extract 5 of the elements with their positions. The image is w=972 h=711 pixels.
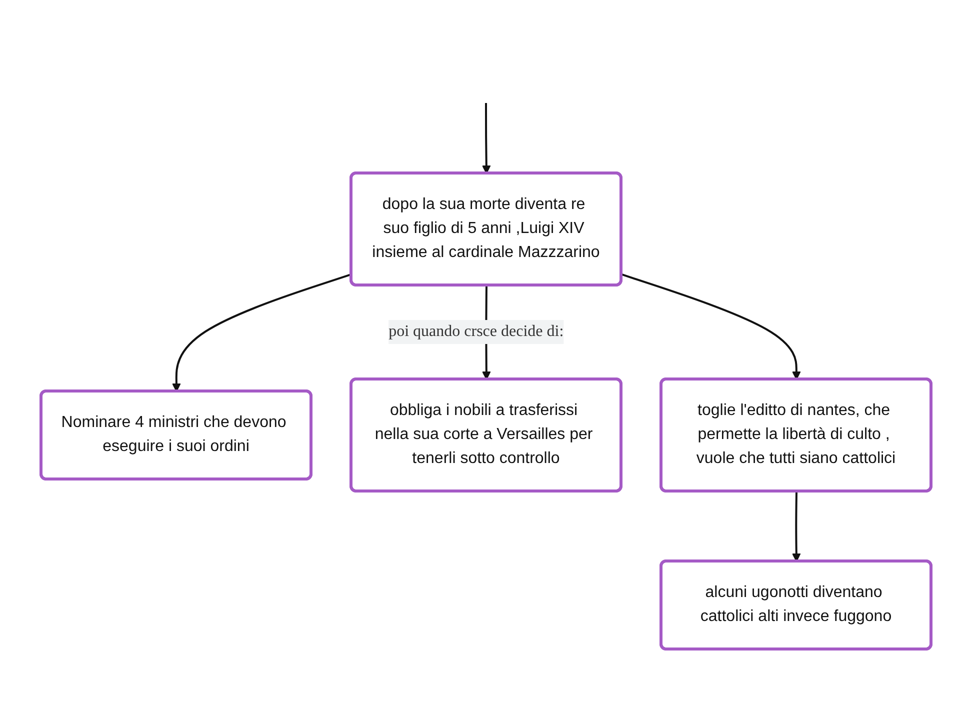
arrow [172,272,352,392]
arrow [621,272,801,380]
arrow [482,102,491,174]
arrow [792,490,801,562]
edge-label: poi quando crsce decide di: [388,322,564,340]
